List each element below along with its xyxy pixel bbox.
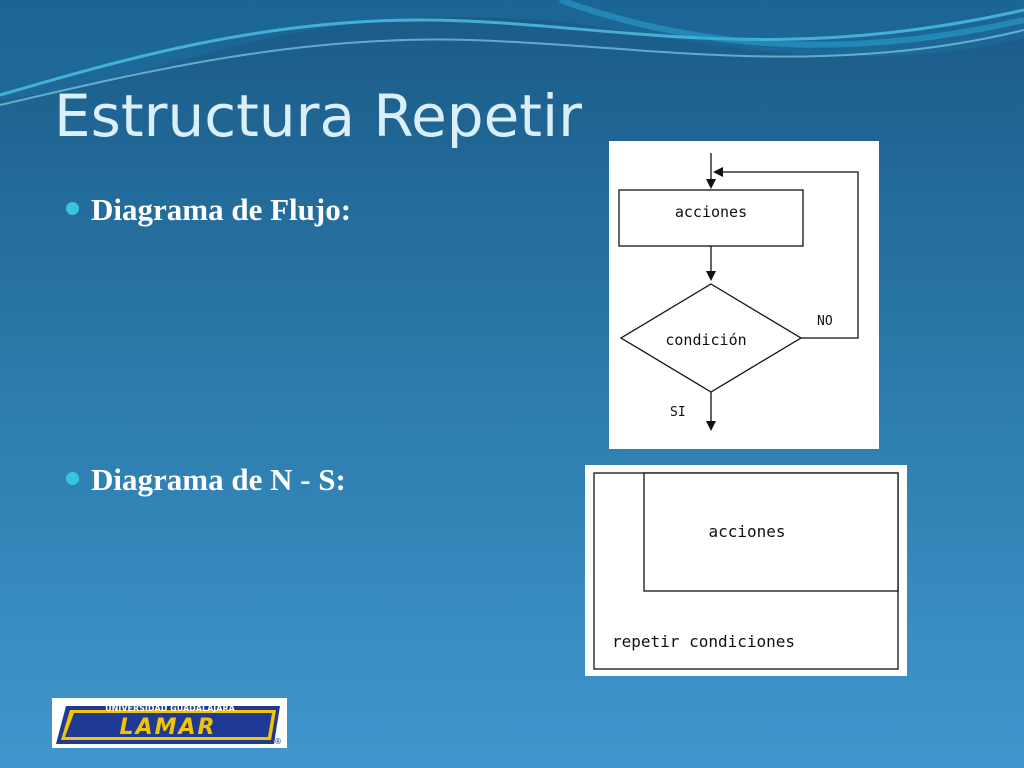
flow-no-loop-arrow [713, 167, 859, 339]
ns-condition-label: repetir condiciones [612, 632, 795, 651]
header-wave-decoration [0, 0, 1024, 106]
ns-diagram-figure: acciones repetir condiciones [585, 465, 907, 676]
bullet-dot-icon [66, 472, 79, 485]
flow-action-label: acciones [675, 203, 747, 221]
bullet-flowchart: Diagrama de Flujo: [66, 192, 351, 228]
bullet-flowchart-label: Diagrama de Flujo: [91, 192, 352, 227]
bullet-dot-icon [66, 202, 79, 215]
ns-action-box [643, 472, 899, 592]
logo-top-text: UNIVERSIDAD GUADALAJARA [105, 704, 235, 713]
flowchart-figure: acciones condición NO SI [609, 141, 879, 449]
flow-yes-label: SI [670, 405, 686, 420]
bullet-ns-label: Diagrama de N - S: [91, 462, 346, 497]
flow-condition-label: condición [665, 331, 746, 349]
slide-title: Estructura Repetir [54, 82, 583, 150]
university-logo: UNIVERSIDAD GUADALAJARA LAMAR ® [52, 698, 287, 748]
logo-main-text: LAMAR [120, 715, 217, 740]
bullet-ns: Diagrama de N - S: [66, 462, 346, 498]
ns-action-label: acciones [708, 522, 785, 541]
logo-registered-mark: ® [274, 737, 282, 746]
flow-action-box [618, 189, 804, 247]
flow-no-label: NO [817, 314, 833, 329]
